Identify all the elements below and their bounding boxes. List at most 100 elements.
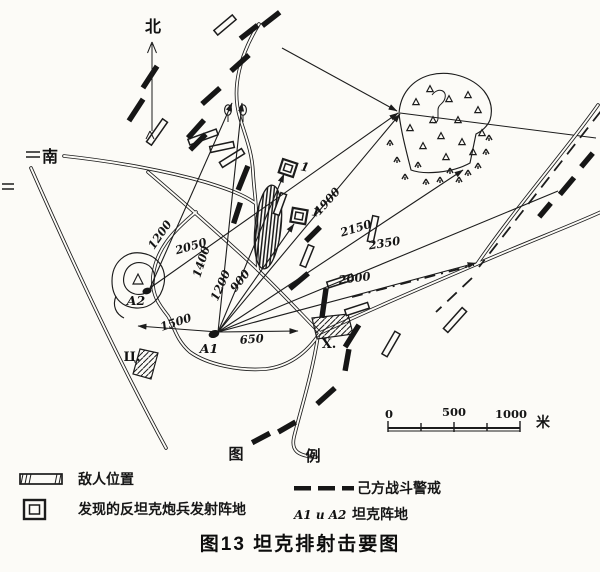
firing-ray: [149, 102, 233, 289]
road-left-diagonal: [29, 166, 168, 450]
road-loop-a1-fill: [151, 211, 321, 371]
distance-label: 900: [227, 267, 253, 295]
enemy-position-bar: [380, 330, 402, 358]
firing-ray: [281, 47, 398, 112]
distance-label: 2350: [366, 234, 401, 253]
at-gun-square-2: [289, 206, 309, 226]
road-left-diagonal-fill: [30, 167, 167, 449]
dashed-line-right: [478, 110, 600, 268]
map-label: 1: [299, 159, 310, 174]
at-gun-positions: [277, 157, 309, 226]
at-gun-position-symbol: [22, 498, 47, 521]
map-label: X.: [322, 337, 337, 352]
legend-label-tanks: 坦克阵地: [352, 506, 408, 522]
dashed-line-east-road: [351, 264, 475, 298]
firing-rays: [137, 47, 559, 335]
friendly-security-symbol: [294, 486, 354, 491]
legend: 图 例 敌人位置 发现的反坦克炮兵发射阵地 己方战斗警戒 A1 и A2 坦克阵…: [19, 446, 441, 522]
security-dash: [185, 118, 207, 140]
tank-positions-symbol: A1 и A2: [293, 508, 346, 522]
figure-title: 图13 坦克排射击要图: [200, 532, 400, 555]
road-from-south-fill: [63, 155, 256, 204]
enemy-position-bar: [343, 301, 371, 317]
security-dash: [319, 287, 329, 319]
legend-label-security: 己方战斗警戒: [357, 480, 441, 496]
field-boundary-line: [399, 112, 597, 139]
enemy-position-bar: [212, 13, 238, 37]
legend-label-enemy: 敌人位置: [78, 471, 134, 487]
hatched-hill-center: [253, 184, 283, 270]
road-end-ticks: [2, 151, 40, 190]
settlement-block-x: [311, 313, 354, 340]
security-dash: [231, 201, 243, 225]
legend-heading-right: 例: [305, 447, 320, 465]
security-dash: [238, 23, 260, 41]
enemy-position-symbol: [19, 473, 63, 485]
map-label: 1: [310, 204, 321, 219]
security-dash: [304, 225, 322, 243]
firing-ray: [217, 173, 285, 333]
security-dash: [557, 175, 577, 197]
security-dash: [188, 132, 208, 152]
security-dash: [126, 97, 146, 123]
security-dash: [229, 52, 251, 74]
road-right-edge-fill: [476, 104, 599, 265]
enemy-position-bar: [442, 306, 468, 334]
security-dash: [260, 10, 282, 28]
security-dash: [342, 323, 362, 349]
trig-point-icon: [132, 272, 144, 285]
terrain-features: [111, 104, 354, 380]
security-dash: [250, 430, 272, 446]
security-dash: [235, 164, 251, 192]
tank-a1-icon: [208, 329, 220, 339]
legend-heading-left: 图: [228, 446, 243, 463]
firing-ray: [217, 223, 295, 333]
map-label: A2: [126, 293, 146, 308]
distance-label: 650: [239, 331, 264, 347]
grass-tuft-icons: [386, 134, 493, 186]
road-network: [29, 22, 600, 459]
enemy-position-bar: [208, 140, 236, 154]
security-dash: [140, 64, 160, 90]
security-dash: [276, 419, 298, 435]
north-label: 北: [145, 18, 161, 36]
tank-position-marks: [142, 287, 220, 339]
security-dash: [200, 85, 222, 107]
enemy-position-bar: [299, 243, 315, 269]
dashed-line-right-lower: [435, 277, 473, 313]
security-dash: [288, 271, 310, 291]
security-dash: [537, 201, 553, 219]
security-dash: [342, 348, 352, 372]
dashed-lines: [351, 110, 600, 313]
scale-0: 0: [385, 407, 393, 421]
at-gun-square-1: [277, 157, 299, 179]
settlement-block-c: [132, 348, 159, 380]
scale-500: 500: [442, 405, 466, 419]
firing-ray: [149, 112, 399, 289]
map-label: A1: [199, 341, 218, 356]
forest-area: [386, 72, 597, 186]
distance-label: 2000: [337, 269, 371, 287]
spring-icon: [431, 89, 446, 124]
enemy-position-bar: [218, 147, 246, 169]
firing-ray: [217, 262, 477, 333]
enemy-position-bar: [145, 117, 169, 147]
firing-ray: [217, 190, 559, 333]
scale-bar: 0 500 1000 米: [385, 405, 551, 432]
security-dash-bars: [126, 10, 595, 446]
south-label: 南: [42, 147, 58, 166]
security-dash: [579, 151, 595, 169]
road-south-from-x-fill: [292, 335, 319, 458]
hill-a2-contours: [111, 252, 166, 319]
firing-ray: [217, 102, 245, 333]
firing-ray: [217, 113, 401, 333]
scale-unit: 米: [536, 414, 551, 430]
forest-outline: [398, 72, 492, 174]
scale-1000: 1000: [495, 407, 527, 421]
enemy-position-bars: [145, 13, 468, 358]
firing-ray: [217, 169, 464, 333]
north-arrow-icon: [145, 41, 157, 140]
security-dash: [315, 385, 337, 407]
